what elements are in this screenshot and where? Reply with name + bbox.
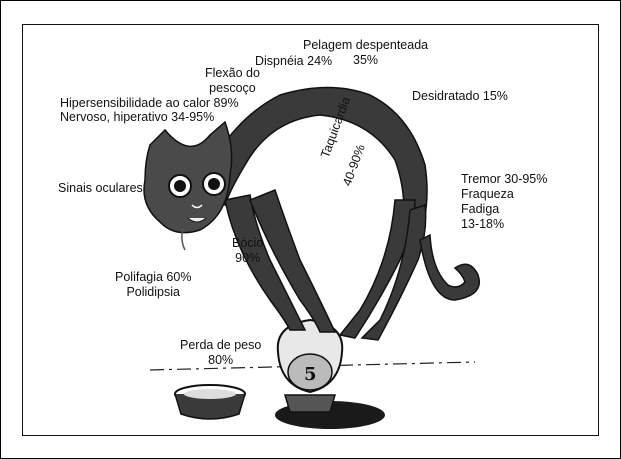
label-fraqueza: Fraqueza: [461, 187, 547, 202]
cat-head: [144, 122, 232, 250]
label-tremor-text: Tremor 30-95%: [461, 172, 547, 187]
label-polifagia: Polifagia 60% Polidipsia: [115, 270, 191, 300]
label-perda-text: Perda de peso: [180, 338, 261, 353]
label-bocio-text: Bócio: [232, 236, 263, 251]
label-tremor: Tremor 30-95% Fraqueza Fadiga 13-18%: [461, 172, 547, 232]
label-pelagem-text: Pelagem despenteada: [303, 38, 428, 53]
label-perda-peso: Perda de peso 80%: [180, 338, 261, 368]
food-bowl: [175, 385, 245, 419]
weighing-scale: 5: [278, 320, 342, 412]
label-flexao-line1: Flexão do: [205, 66, 260, 81]
label-sinais-oculares: Sinais oculares: [58, 181, 143, 196]
label-fadiga: Fadiga: [461, 202, 547, 217]
label-nervoso: Nervoso, hiperativo 34-95%: [60, 110, 214, 125]
label-bocio-pct: 90%: [232, 251, 263, 266]
svg-text:5: 5: [304, 364, 317, 385]
label-bocio: Bócio 90%: [232, 236, 263, 266]
label-flexao-line2: pescoço: [205, 81, 260, 96]
label-perda-pct: 80%: [180, 353, 261, 368]
label-polifagia-text: Polifagia 60%: [115, 270, 191, 285]
label-polidipsia: Polidipsia: [115, 285, 191, 300]
label-fadiga-pct: 13-18%: [461, 217, 547, 232]
label-hipersensibilidade: Hipersensibilidade ao calor 89%: [60, 96, 239, 111]
label-dispneia: Dispnéia 24%: [255, 54, 332, 69]
label-flexao: Flexão do pescoço: [205, 66, 260, 96]
label-desidratado: Desidratado 15%: [412, 89, 508, 104]
